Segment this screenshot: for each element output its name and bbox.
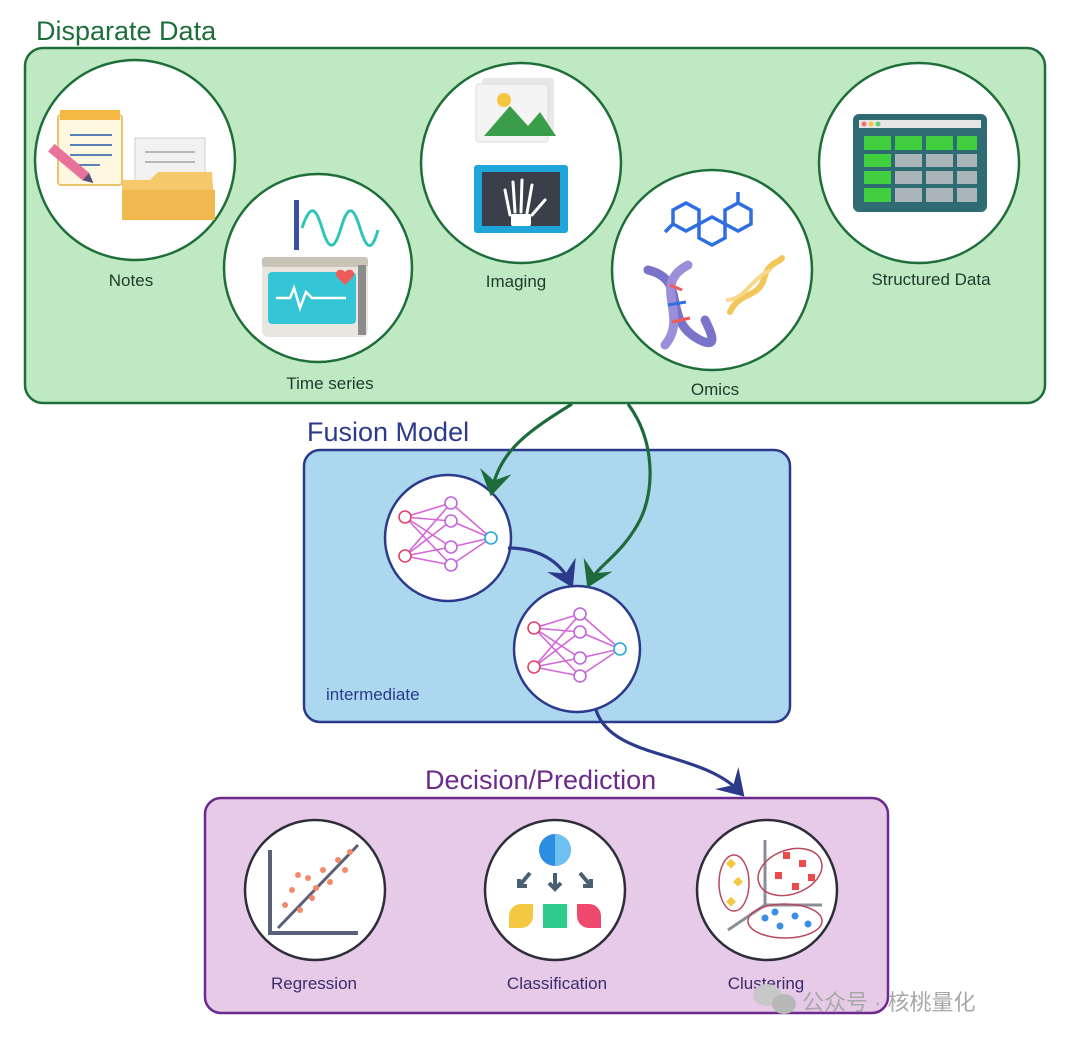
structured-data-node: Structured Data: [817, 61, 1021, 289]
disparate-data-title: Disparate Data: [36, 16, 217, 46]
fusion-model-title: Fusion Model: [307, 417, 469, 447]
decision-title: Decision/Prediction: [425, 765, 656, 795]
arrow-data-to-net1: [480, 402, 573, 497]
notes-icon: [48, 110, 215, 220]
structured-data-label: Structured Data: [871, 270, 991, 289]
omics-circle: [610, 168, 814, 372]
neural-net-1-circle: [383, 473, 513, 603]
notes-node: Notes: [33, 58, 237, 290]
watermark-text: 公众号 · 核桃量化: [802, 990, 976, 1015]
notes-label: Notes: [109, 271, 153, 290]
clustering-node: Clustering: [695, 818, 839, 993]
dna-helix-icon: [643, 255, 785, 350]
classification-icon: [509, 834, 601, 928]
clustering-label: Clustering: [728, 974, 805, 993]
neural-network-icon: [398, 496, 498, 572]
time-series-label: Time series: [286, 374, 373, 393]
omics-label: Omics: [691, 380, 739, 399]
imaging-label: Imaging: [486, 272, 546, 291]
regression-plot-icon: [268, 843, 360, 935]
molecule-icon: [663, 192, 753, 247]
xray-hand-icon: [474, 165, 568, 233]
regression-label: Regression: [271, 974, 357, 993]
imaging-node: Imaging: [419, 61, 623, 291]
classification-node: Classification: [483, 818, 627, 993]
classification-label: Classification: [507, 974, 607, 993]
arrow-net1-to-net2: [507, 546, 576, 588]
fusion-mode-label: intermediate: [326, 685, 420, 704]
image-picture-icon: [475, 78, 556, 143]
clustering-circle: [695, 818, 839, 962]
disparate-data-section: Disparate Data Not: [23, 16, 1047, 405]
clustering-icon: [718, 840, 823, 939]
heart-monitor-icon: [262, 200, 380, 337]
chat-bubble-icon: [753, 984, 796, 1014]
imaging-circle: [419, 61, 623, 265]
neural-net-2-circle: [512, 584, 642, 714]
arrow-data-to-net2: [583, 403, 652, 588]
arrow-net2-to-decision: [594, 709, 745, 797]
omics-node: Omics: [610, 168, 814, 399]
neural-net-1: [383, 473, 513, 603]
neural-network-icon: [527, 607, 627, 683]
time-series-node: Time series: [222, 172, 414, 393]
spreadsheet-icon: [853, 114, 987, 212]
decision-section: Decision/Prediction Regression: [203, 765, 890, 1015]
neural-net-2: [512, 584, 642, 714]
connector-arrows: [480, 402, 745, 797]
regression-node: Regression: [243, 818, 387, 993]
watermark: 公众号 · 核桃量化: [753, 984, 976, 1015]
fusion-model-section: Fusion Model intermediate: [302, 417, 792, 724]
